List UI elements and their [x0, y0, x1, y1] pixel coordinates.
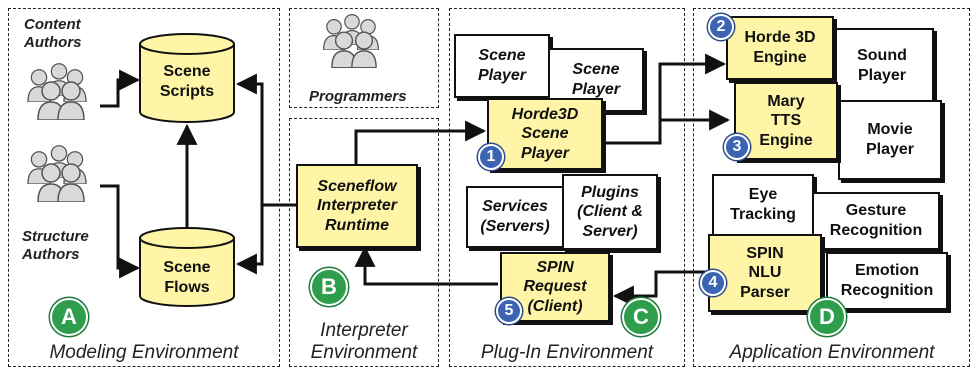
badge-c: C — [622, 298, 660, 336]
horde3d-scene-player-box: Horde3D Scene Player — [487, 98, 603, 170]
badge-b: B — [310, 268, 348, 306]
horde-3d-engine-box: Horde 3D Engine — [726, 16, 834, 80]
spin-nlu-parser-label: SPIN NLU Parser — [740, 244, 790, 301]
plugins-box: Plugins (Client & Server) — [562, 174, 658, 250]
scene-scripts-cylinder-icon — [139, 33, 235, 123]
horde3d-scene-player-label: Horde3D Scene Player — [511, 105, 579, 162]
programmers-panel — [289, 8, 439, 108]
modeling-environment-panel — [8, 8, 280, 367]
badge-2: 2 — [708, 14, 734, 40]
scene-flows-label: Scene Flows — [163, 259, 211, 296]
scene-player-2-label: Scene Player — [571, 61, 621, 98]
horde-3d-engine-label: Horde 3D Engine — [744, 29, 816, 66]
sceneflow-interpreter-runtime: Sceneflow Interpreter Runtime — [296, 164, 418, 248]
gesture-recognition-label: Gesture Recognition — [829, 202, 923, 239]
emotion-recognition-label: Emotion Recognition — [840, 262, 934, 299]
badge-d: D — [808, 298, 846, 336]
badge-a: A — [50, 298, 88, 336]
badge-4: 4 — [700, 270, 726, 296]
modeling-environment-label: Modeling Environment — [49, 342, 239, 363]
structure-authors-label: Structure Authors — [22, 228, 89, 263]
spin-request-label: SPIN Request (Client) — [523, 258, 587, 315]
scene-player-1-label: Scene Player — [477, 47, 527, 84]
spin-nlu-parser-box: SPIN NLU Parser — [708, 234, 822, 312]
gesture-recognition-box: Gesture Recognition — [812, 192, 940, 250]
interpreter-environment-label: Interpreter Environment — [310, 320, 418, 363]
application-environment-panel — [693, 8, 970, 367]
sound-player-box: Sound Player — [830, 28, 934, 104]
mary-tts-engine-label: Mary TTS Engine — [759, 92, 813, 149]
services-label: Services (Servers) — [480, 198, 550, 235]
sound-player-label: Sound Player — [857, 47, 907, 84]
emotion-recognition-box: Emotion Recognition — [826, 252, 948, 310]
eye-tracking-box: Eye Tracking — [712, 174, 814, 236]
application-environment-label: Application Environment — [729, 342, 935, 363]
structure-authors-icon — [27, 145, 87, 202]
scene-player-box-1: Scene Player — [454, 34, 550, 98]
scene-scripts-label: Scene Scripts — [159, 63, 215, 100]
programmers-icon — [323, 14, 379, 68]
services-box: Services (Servers) — [466, 186, 564, 248]
content-authors-icon — [27, 63, 87, 120]
sceneflow-interpreter-runtime-label: Sceneflow Interpreter Runtime — [316, 177, 398, 234]
content-authors-label: Content Authors — [24, 16, 82, 51]
movie-player-label: Movie Player — [865, 121, 915, 158]
eye-tracking-label: Eye Tracking — [730, 186, 796, 223]
badge-5: 5 — [496, 298, 522, 324]
mary-tts-engine-box: Mary TTS Engine — [734, 82, 838, 160]
programmers-label: Programmers — [309, 88, 407, 105]
badge-1: 1 — [478, 144, 504, 170]
movie-player-box: Movie Player — [838, 100, 942, 180]
badge-3: 3 — [724, 134, 750, 160]
plugins-label: Plugins (Client & Server) — [577, 183, 643, 240]
plugin-environment-panel — [449, 8, 685, 367]
plugin-environment-label: Plug-In Environment — [480, 342, 654, 363]
interpreter-environment-panel — [289, 118, 439, 367]
